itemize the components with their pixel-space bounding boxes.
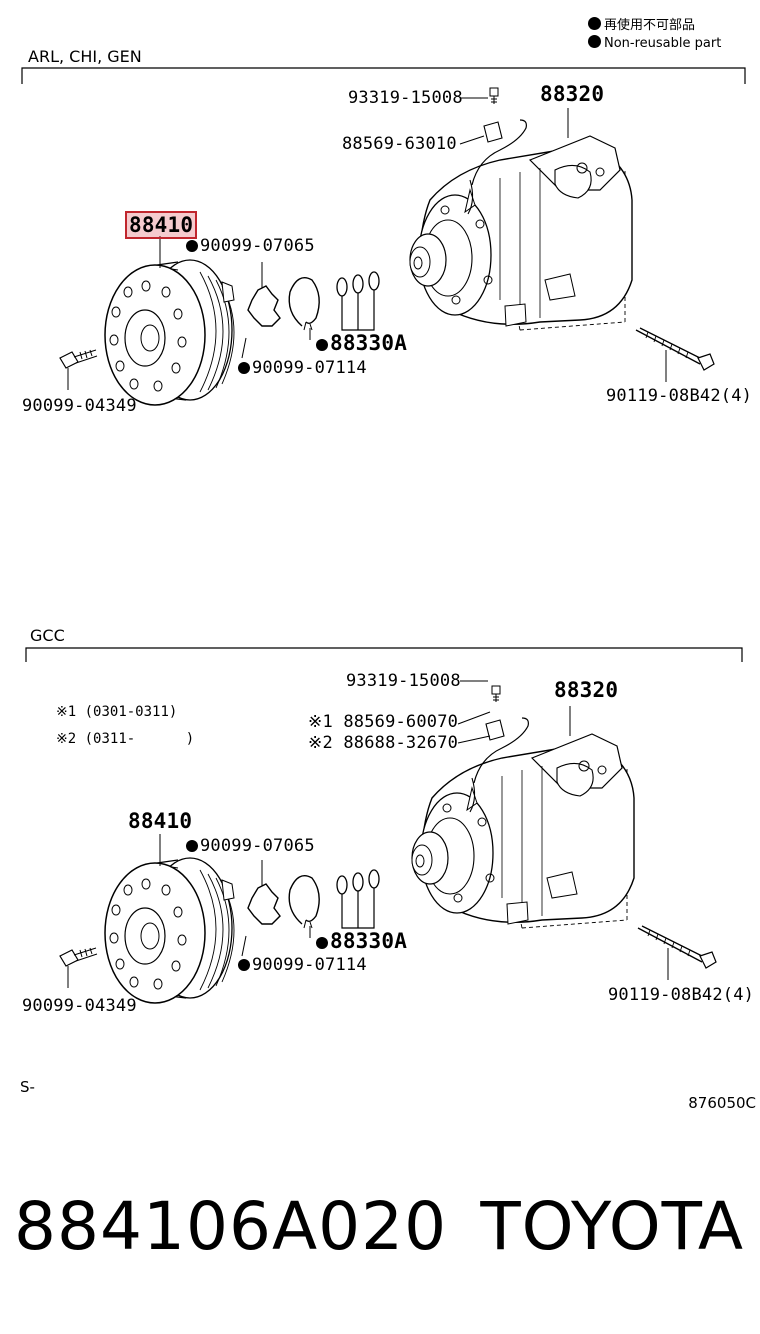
note-1: ※1 (0301-0311) [56,704,177,720]
legend-english: Non-reusable part [588,35,721,51]
label-pulley-1-highlighted[interactable]: 88410 [125,211,198,239]
legend-english-label: Non-reusable part [604,36,722,51]
label-pulley-2[interactable]: 88410 [128,809,193,833]
note-1-range: (0301-0311) [84,704,178,720]
non-reusable-dot-icon [588,17,601,30]
label-snap-ring-outer-1[interactable]: 90099-07114 [238,358,367,378]
non-reusable-dot-icon [588,35,601,48]
label-compressor-2[interactable]: 88320 [554,678,619,702]
label-wire1-text: 88569-60070 [343,712,459,732]
label-wire2-mark: ※2 [308,733,333,753]
label-snap-ring-outer-2-text: 90099-07114 [252,955,367,975]
label-bolt-right-2[interactable]: 90119-08B42(4) [608,985,755,1005]
label-shims-2[interactable]: 88330A [316,929,407,953]
label-shims-2-text: 88330A [330,929,408,953]
label-snap-ring-inner-2[interactable]: 90099-07065 [186,836,315,856]
non-reusable-dot-icon [238,959,250,971]
non-reusable-dot-icon [186,240,198,252]
label-snap-ring-outer-2[interactable]: 90099-07114 [238,955,367,975]
label-snap-ring-inner-1[interactable]: 90099-07065 [186,236,315,256]
label-screw-2[interactable]: 93319-15008 [346,671,461,691]
label-snap-ring-inner-2-text: 90099-07065 [200,836,315,856]
note-2: ※2 (0311- ) [56,731,194,747]
part-number: 884106A020 [14,1188,448,1265]
label-bolt-left-1[interactable]: 90099-04349 [22,396,137,416]
legend-japanese: 再使用不可部品 [588,14,695,33]
label-wire1-mark: ※1 [308,712,333,732]
section-title-1: ARL, CHI, GEN [28,47,142,66]
label-bolt-left-2[interactable]: 90099-04349 [22,996,137,1016]
diagram-code: 876050C [688,1094,756,1112]
note-1-mark: ※1 [56,704,77,720]
label-wire1-2[interactable]: ※1 88569-60070 [308,712,458,732]
note-2-range: (0311- ) [84,731,195,747]
label-bolt-right-1[interactable]: 90119-08B42(4) [606,386,753,406]
label-screw-1[interactable]: 93319-15008 [348,88,463,108]
label-wire-1[interactable]: 88569-63010 [342,134,457,154]
brand-name: TOYOTA [480,1188,744,1265]
note-2-mark: ※2 [56,731,77,747]
label-snap-ring-inner-1-text: 90099-07065 [200,236,315,256]
legend-japanese-label: 再使用不可部品 [604,18,696,33]
label-compressor-1[interactable]: 88320 [540,82,605,106]
non-reusable-dot-icon [238,362,250,374]
non-reusable-dot-icon [316,339,328,351]
non-reusable-dot-icon [316,937,328,949]
compressor-drawing-1 [409,87,715,383]
label-wire2-2[interactable]: ※2 88688-32670 [308,733,458,753]
label-snap-ring-outer-1-text: 90099-07114 [252,358,367,378]
label-wire2-text: 88688-32670 [343,733,459,753]
label-shims-1-text: 88330A [330,331,408,355]
label-shims-1[interactable]: 88330A [316,331,407,355]
footer-left: S- [20,1078,35,1096]
non-reusable-dot-icon [186,840,198,852]
section-title-2: GCC [30,626,65,645]
